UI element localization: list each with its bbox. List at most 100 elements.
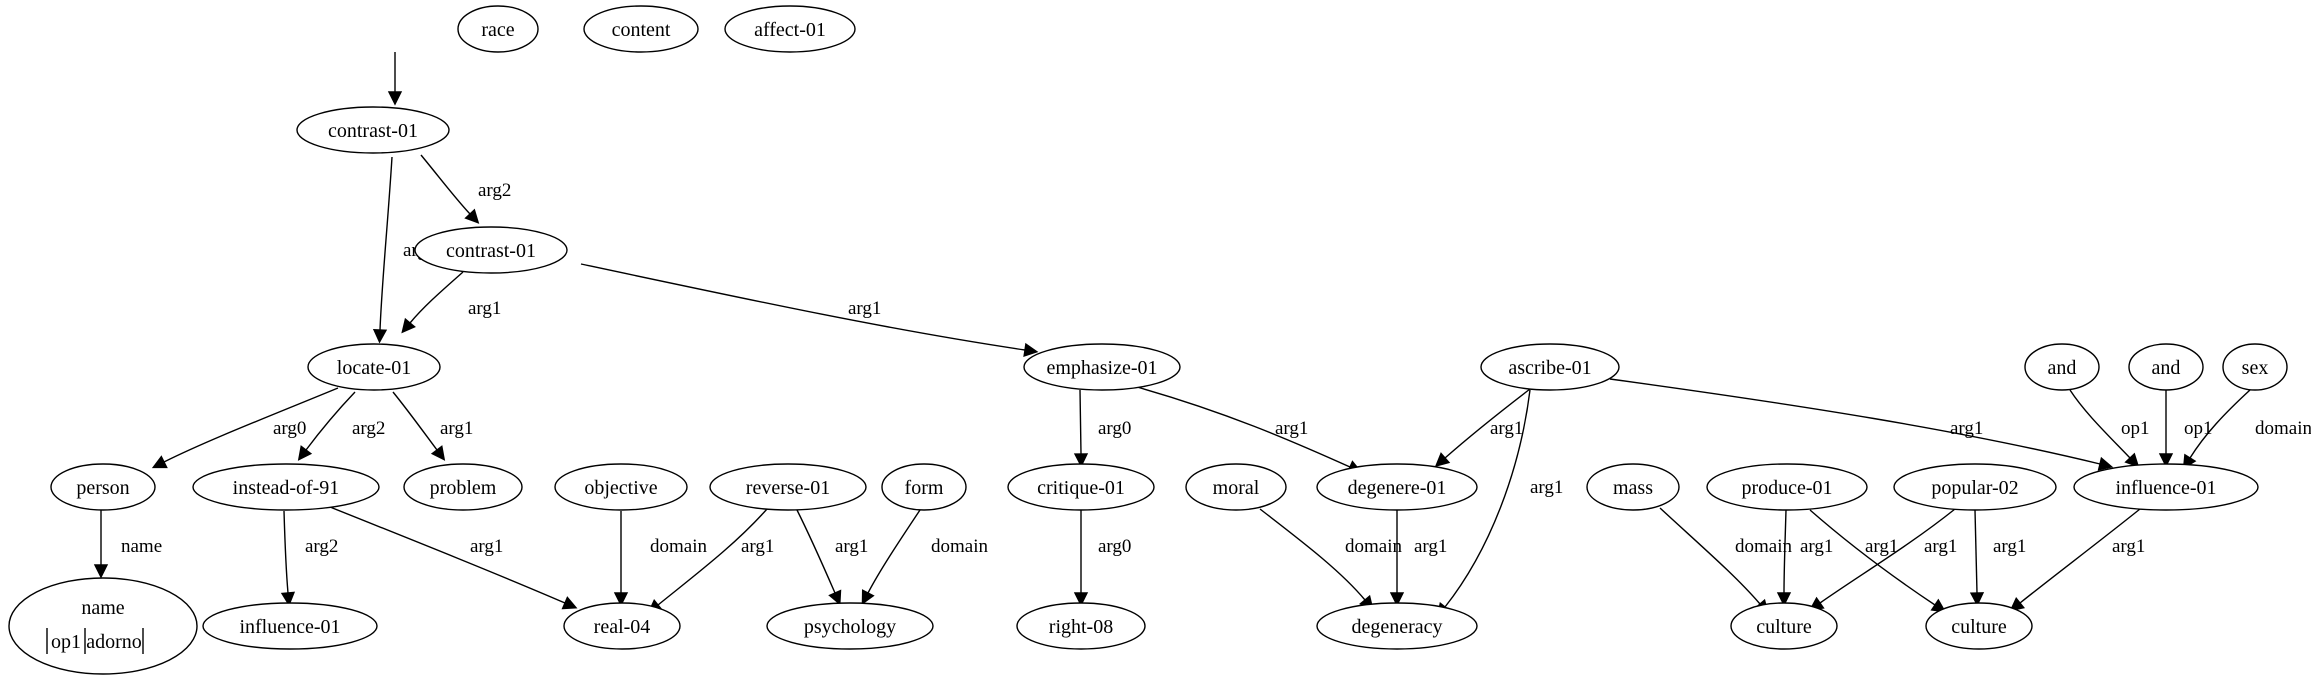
- edge-objective-real: domain: [613, 511, 707, 607]
- arrowhead: [1434, 452, 1451, 467]
- node-label: culture: [1756, 616, 1812, 638]
- node-label: reverse-01: [746, 477, 830, 499]
- node-label: psychology: [804, 616, 896, 638]
- arrowhead: [1073, 592, 1089, 607]
- arrowhead: [2009, 596, 2026, 612]
- edge-popular-culture2: arg1: [1969, 509, 2026, 607]
- edge-label: arg1: [1800, 536, 1833, 557]
- arrowhead: [387, 91, 403, 106]
- node-and1: and: [2024, 343, 2100, 391]
- arrowhead: [464, 208, 480, 224]
- edge-line: [1259, 508, 1366, 601]
- edge-contrast1-contrast2: arg2: [420, 154, 511, 224]
- node-problem: problem: [403, 463, 523, 511]
- edge-contrast2-locate: arg1: [401, 271, 501, 334]
- edge-label: arg1: [848, 298, 881, 319]
- edge-line: [1809, 509, 1936, 606]
- node-ellipse: [1185, 463, 1287, 511]
- node-ellipse: [724, 5, 856, 53]
- edge-critique-right: arg0: [1073, 510, 1131, 607]
- node-affect: affect-01: [724, 5, 856, 53]
- node-objective: objective: [554, 463, 688, 511]
- node-culture2: culture: [1925, 602, 2033, 650]
- edge-label: arg1: [741, 536, 774, 557]
- node-ellipse: [1706, 463, 1868, 511]
- arrowhead: [1969, 592, 1985, 607]
- edge-emphasize-degenere: arg1: [1136, 386, 1363, 474]
- node-ellipse: [1925, 602, 2033, 650]
- arrowhead: [151, 455, 168, 469]
- edge-line: [1659, 507, 1761, 605]
- node-produce: produce-01: [1706, 463, 1868, 511]
- edge-label: arg1: [468, 298, 501, 319]
- node-insteadof: instead-of-91: [192, 463, 380, 511]
- node-popular: popular-02: [1893, 463, 2057, 511]
- edge-degenere-degeneracy: arg1: [1389, 510, 1447, 607]
- edge-form-psychology: domain: [861, 509, 988, 606]
- node-and2: and: [2128, 343, 2204, 391]
- node-label: instead-of-91: [233, 477, 340, 499]
- edge-reverse-psychology: arg1: [796, 509, 868, 606]
- edge-label: arg1: [1865, 536, 1898, 557]
- edge-contrast2-emphasize: arg1: [580, 263, 1039, 357]
- edge-label: arg1: [1530, 477, 1563, 498]
- edge-line: [392, 391, 438, 451]
- edge-label: arg2: [478, 180, 511, 201]
- edge-locate-person: arg0: [151, 387, 339, 469]
- arrowhead: [1389, 592, 1405, 607]
- edge-line: [1079, 389, 1082, 455]
- node-label: moral: [1213, 477, 1260, 499]
- node-label: affect-01: [754, 19, 826, 41]
- edge-line: [163, 387, 339, 463]
- node-ellipse: [2128, 343, 2204, 391]
- edge-label: name: [121, 536, 162, 557]
- node-label: culture: [1951, 616, 2007, 638]
- node-label: mass: [1613, 477, 1653, 499]
- edge-label: arg0: [273, 418, 306, 439]
- edge-line: [379, 156, 393, 331]
- arrowhead: [861, 589, 875, 606]
- node-ellipse: [2073, 463, 2259, 511]
- edge-label: domain: [650, 536, 707, 557]
- edge-line: [1136, 386, 1351, 468]
- node-ascribe: ascribe-01: [1480, 343, 1620, 391]
- node-label: real-04: [594, 616, 651, 638]
- arrowhead: [372, 329, 388, 344]
- node-ellipse: [2024, 343, 2100, 391]
- edge-line: [2189, 389, 2251, 459]
- node-label: influence-01: [239, 616, 340, 638]
- arrowhead: [1776, 592, 1792, 607]
- edge-label: arg1: [470, 536, 503, 557]
- edge-line: [657, 508, 768, 606]
- edge-mass-culture1: domain: [1659, 507, 1792, 615]
- record-field-key: op1: [51, 631, 81, 653]
- node-label: form: [905, 477, 944, 499]
- edge-line: [283, 510, 289, 594]
- node-label: race: [481, 19, 514, 41]
- edge-line: [409, 271, 464, 324]
- edge-and2-influence1: op1: [2158, 390, 2213, 468]
- edge-and1-influence1: op1: [2069, 389, 2150, 468]
- node-psychology: psychology: [766, 602, 934, 650]
- node-real: real-04: [563, 602, 681, 650]
- node-label: ascribe-01: [1508, 357, 1591, 379]
- node-label: emphasize-01: [1046, 357, 1157, 379]
- node-ellipse: [1316, 463, 1478, 511]
- edge-label: arg1: [1414, 536, 1447, 557]
- edge-label: domain: [1345, 536, 1402, 557]
- edge-line: [420, 154, 471, 215]
- edge-line: [1444, 389, 1531, 608]
- arrowhead: [828, 589, 842, 606]
- edge-locate-problem: arg1: [392, 391, 473, 461]
- edge-line: [867, 509, 921, 594]
- node-person: person: [50, 463, 156, 511]
- edge-label: domain: [2255, 418, 2311, 439]
- edge-influence1-culture2: arg1: [2009, 508, 2145, 612]
- node-reverse: reverse-01: [709, 463, 867, 511]
- node-label: right-08: [1049, 616, 1113, 638]
- arrowhead: [1023, 342, 1039, 357]
- node-locate: locate-01: [307, 343, 441, 391]
- edge-line: [1444, 388, 1531, 459]
